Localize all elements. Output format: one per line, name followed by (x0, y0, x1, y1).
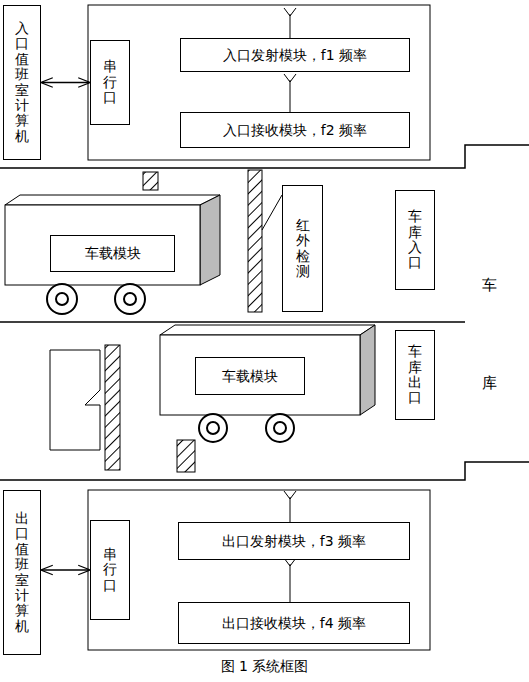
barrier (177, 440, 195, 472)
transmitter-box: 入口发射模块，f1 频率 (180, 38, 410, 72)
truck-body (200, 195, 220, 285)
infrared-detector-box: 红外检测 (282, 185, 323, 312)
receiver-box: 出口接收模块，f4 频率 (178, 602, 410, 644)
data-link (42, 82, 89, 84)
wheel (274, 422, 286, 434)
enclosure-box (88, 5, 430, 650)
box-label: 入口接收模块，f2 频率 (223, 122, 367, 139)
serial-port-box: 串行口 (90, 520, 130, 620)
box-label: 出口值班室计算机 (15, 511, 29, 634)
wheel (266, 414, 294, 442)
box-label: 红外检测 (296, 218, 310, 280)
antenna (290, 80, 291, 112)
computer-box: 出口值班室计算机 (3, 490, 41, 655)
box-label: 车载模块 (222, 368, 278, 385)
area-label: 库 (482, 374, 497, 393)
receiver-box: 入口接收模块，f2 频率 (180, 112, 410, 148)
exit-box: 车库出口 (395, 330, 435, 420)
truck-body (5, 195, 220, 205)
barrier (143, 172, 158, 190)
serial-port-box: 串行口 (90, 40, 130, 125)
box-label: 出口发射模块，f3 频率 (222, 533, 366, 550)
enclosure-box (88, 490, 430, 650)
road-line (0, 145, 529, 168)
entrance-box: 车库入口 (395, 190, 435, 290)
truck-body (160, 325, 375, 335)
antenna (107, 8, 296, 602)
vehicle-module-box: 车载模块 (195, 357, 305, 395)
barrier (262, 195, 282, 230)
box-label: 入口值班室计算机 (15, 21, 29, 144)
box-label: 入口发射模块，f1 频率 (223, 47, 367, 64)
computer-box: 入口值班室计算机 (3, 5, 41, 160)
wheel (207, 422, 219, 434)
antenna (290, 14, 291, 38)
vehicle-module-box: 车载模块 (50, 235, 175, 272)
barrier (50, 350, 100, 450)
antenna (290, 497, 291, 522)
box-label: 串行口 (103, 59, 117, 105)
road-line (0, 145, 529, 480)
box-label: 车载模块 (85, 245, 141, 262)
barrier (248, 170, 262, 312)
wheel (124, 293, 136, 305)
truck-body (160, 335, 360, 415)
data-link (42, 569, 89, 571)
antenna (290, 564, 291, 602)
road-line (0, 321, 465, 323)
wheel (115, 284, 145, 314)
box-label: 串行口 (103, 547, 117, 593)
box-label: 车库出口 (408, 344, 422, 406)
box-label: 出口接收模块，f4 频率 (222, 615, 366, 632)
wheel (199, 414, 227, 442)
antenna (284, 8, 296, 16)
enclosure-box (88, 5, 430, 160)
truck-body (360, 325, 375, 415)
wheel (56, 293, 68, 305)
antenna (284, 74, 296, 82)
barrier (105, 345, 120, 470)
transmitter-box: 出口发射模块，f3 频率 (178, 522, 410, 560)
area-label: 车 (482, 276, 497, 295)
truck-body (5, 205, 200, 285)
barrier (50, 170, 282, 472)
wheel (47, 284, 77, 314)
antenna (284, 491, 296, 499)
box-label: 车库入口 (408, 209, 422, 271)
road-line (0, 462, 529, 480)
figure-caption: 图 1 系统框图 (0, 658, 529, 676)
